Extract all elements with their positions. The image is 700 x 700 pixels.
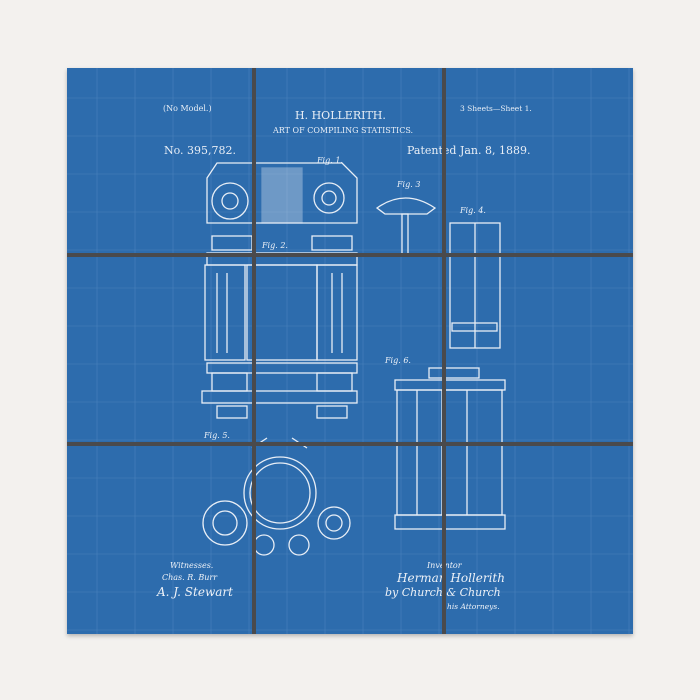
fig1-drawing [206,162,358,224]
patent-date: Patented Jan. 8, 1889. [407,144,531,157]
patent-number: No. 395,782. [164,144,237,157]
fig4-drawing [449,222,501,349]
panel-gap-vertical-2 [442,68,446,634]
witness-2-signature: A. J. Stewart [157,585,233,599]
fig3-label: Fig. 3 [397,180,421,189]
patent-title: ART OF COMPILING STATISTICS. [273,126,414,135]
sheets-label: 3 Sheets—Sheet 1. [460,104,532,113]
fig5-drawing [202,437,351,556]
fig6-label: Fig. 6. [385,356,411,365]
panel-gap-vertical-1 [252,68,256,634]
fig5-label: Fig. 5. [204,431,230,440]
blueprint-drawing [67,68,633,634]
fig2-label: Fig. 2. [262,241,288,250]
fig4-label: Fig. 4. [460,206,486,215]
inventor-name: H. HOLLERITH. [295,109,386,122]
panel-gap-horizontal-1 [67,253,633,257]
no-model-label: (No Model.) [163,104,212,113]
witnesses-label: Witnesses. [170,561,214,570]
fig6-drawing [394,367,506,530]
fig2-drawing [201,235,358,419]
attorneys-label: his Attorneys. [447,602,500,611]
inventor-signature: Herman Hollerith [397,571,505,585]
fig1-label: Fig. 1. [317,156,343,165]
fig3-drawing [375,197,437,255]
panel-gap-horizontal-2 [67,442,633,446]
blueprint-wood-wall-art: (No Model.) H. HOLLERITH. ART OF COMPILI… [67,68,633,634]
witness-1-signature: Chas. R. Burr [162,573,218,582]
